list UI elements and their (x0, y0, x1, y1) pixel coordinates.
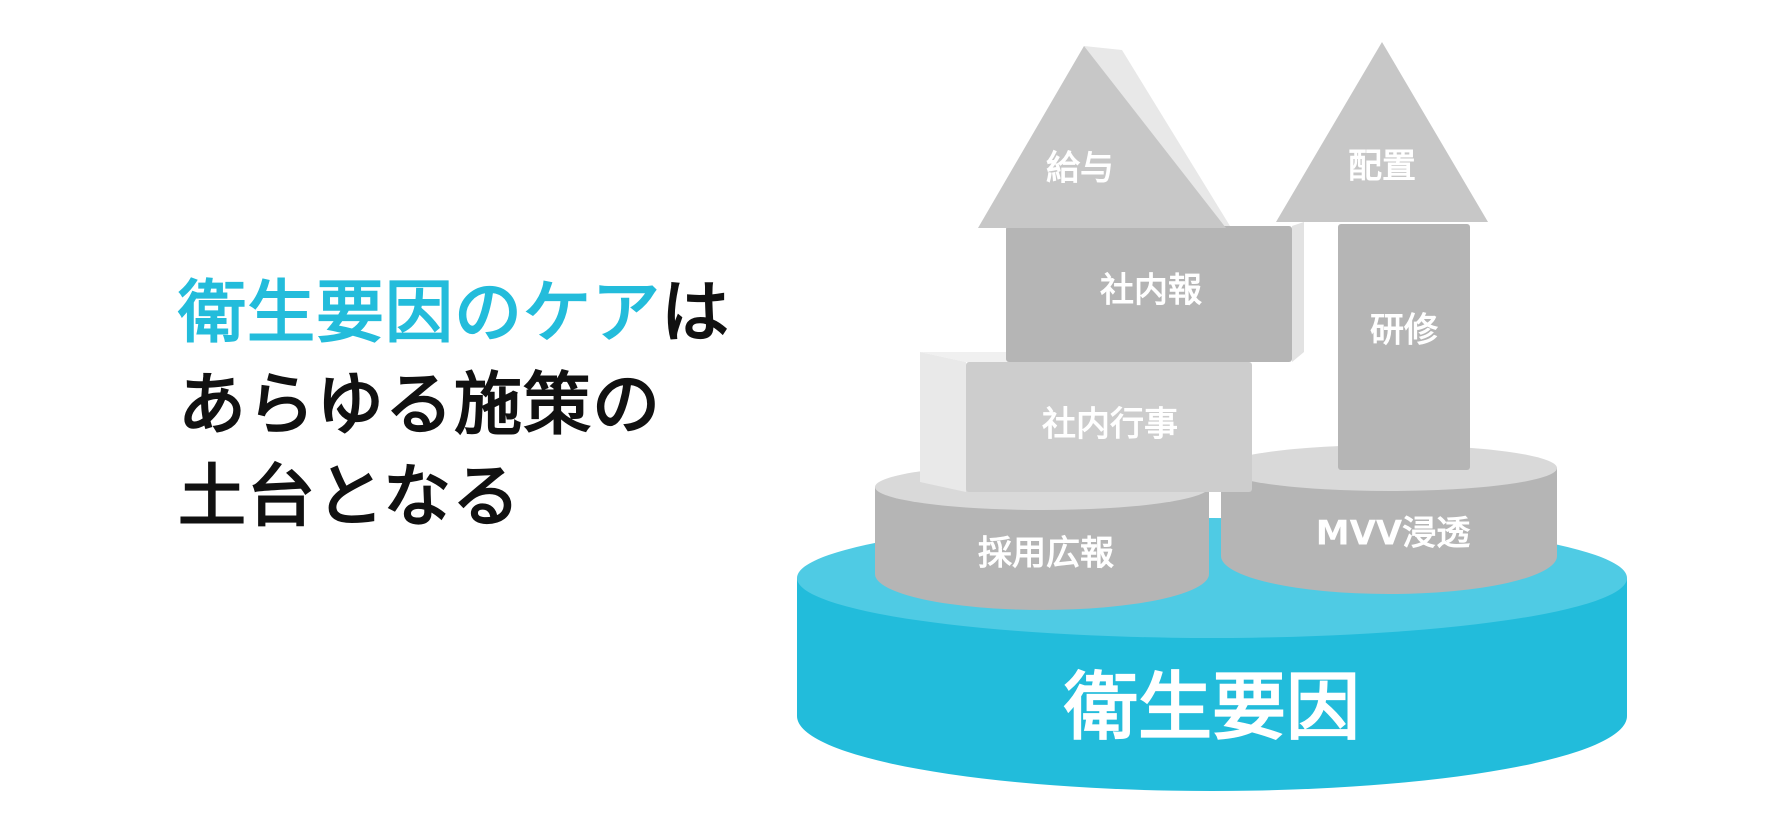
salary-roof-shape (978, 46, 1226, 228)
recruiting-pr-label: 採用広報 (978, 534, 1114, 574)
company-newsletter-block-front (1006, 226, 1292, 362)
headline: 衛生要因のケアは あらゆる施策の 土台となる (178, 268, 730, 544)
base-label: 衛生要因 (1063, 665, 1360, 751)
headline-line-1: 衛生要因のケアは (178, 268, 730, 360)
headline-line-1-rest: は (661, 274, 731, 353)
company-newsletter-label: 社内報 (1100, 271, 1202, 311)
mvv-label: MVV浸透 (1316, 514, 1471, 554)
placement-roof-shape (1276, 42, 1488, 222)
recruiting-pr-cylinder-side (875, 487, 1209, 610)
company-events-label: 社内行事 (1042, 405, 1178, 445)
company-events-block-front (966, 362, 1252, 492)
salary-roof-side (1084, 46, 1230, 226)
headline-line-2: あらゆる施策の (178, 366, 662, 445)
mvv-cylinder-side (1221, 468, 1557, 594)
training-pillar: 研修 (1338, 224, 1470, 470)
salary-label: 給与 (1046, 149, 1114, 189)
base-disc-body (797, 578, 1627, 791)
company-events-block: 社内行事 (920, 352, 1252, 492)
company-newsletter-block: 社内報 (1006, 222, 1304, 362)
salary-roof: 給与 (978, 46, 1230, 228)
headline-line-3: 土台となる (178, 458, 521, 537)
training-label: 研修 (1370, 311, 1439, 351)
placement-roof: 配置 (1276, 42, 1488, 222)
training-pillar-body (1338, 224, 1470, 470)
company-events-block-side (920, 352, 966, 492)
company-newsletter-block-side (1292, 222, 1304, 362)
placement-label: 配置 (1348, 147, 1416, 187)
headline-accent-text: 衛生要因のケア (178, 274, 662, 353)
